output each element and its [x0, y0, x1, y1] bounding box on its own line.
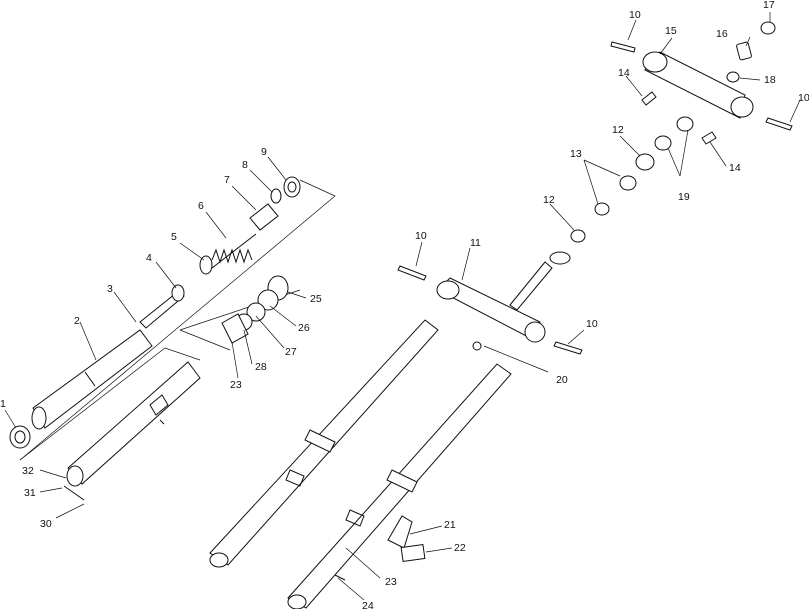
- part-18-washer: [726, 71, 740, 83]
- bolt-10-upper-left: [610, 41, 636, 53]
- part-12-lower-bearing: [570, 229, 586, 243]
- bolt-10-lower-left: [397, 265, 427, 281]
- callout-11: 11: [470, 237, 481, 249]
- part-2-tube: [31, 329, 153, 430]
- part-9-top-cap: [283, 176, 301, 198]
- part-19-race-upper: [676, 116, 694, 132]
- part-12-upper-bearing: [635, 153, 655, 171]
- part-22-plate: [400, 543, 426, 563]
- callout-20: 20: [556, 374, 568, 386]
- callout-1: 1: [0, 398, 6, 410]
- callout-22: 22: [454, 542, 466, 554]
- callout-23-lower: 23: [385, 576, 397, 588]
- callout-19: 19: [678, 191, 690, 203]
- callout-31: 31: [24, 487, 36, 499]
- part-7-spacer: [249, 203, 279, 231]
- part-14-bolt-upper: [641, 91, 657, 106]
- callout-3: 3: [107, 283, 113, 295]
- leader-lines: [4, 12, 801, 601]
- callout-4: 4: [146, 252, 152, 264]
- part-8-o-ring: [270, 188, 282, 204]
- upper-triple-clamp: [642, 51, 754, 119]
- callout-10-lower-right: 10: [586, 318, 598, 330]
- callout-32: 32: [22, 465, 34, 477]
- fork-internals-group: [9, 176, 336, 501]
- callout-8: 8: [242, 159, 248, 171]
- part-6-spring: [211, 233, 257, 269]
- callout-12-lower: 12: [543, 194, 555, 206]
- callout-24: 24: [362, 600, 374, 609]
- fork-leg-left: [209, 319, 439, 568]
- part-5-collar: [199, 255, 213, 275]
- bolt-10-lower-right: [553, 341, 583, 355]
- callout-16: 16: [716, 28, 728, 40]
- callout-17: 17: [763, 0, 775, 11]
- callout-5: 5: [171, 231, 177, 243]
- callout-13: 13: [570, 148, 582, 160]
- part-1-cap-nut: [9, 425, 31, 449]
- part-4-bushing: [171, 284, 185, 302]
- lower-triple-clamp: [436, 251, 571, 351]
- part-21-bracket: [387, 515, 413, 549]
- part-16-pin: [736, 41, 752, 61]
- part-17-nut: [760, 21, 776, 35]
- callout-12-upper: 12: [612, 124, 624, 136]
- callout-18: 18: [764, 74, 776, 86]
- callout-14-upper: 14: [618, 67, 630, 79]
- part-13-seal-lower: [594, 202, 610, 216]
- callout-23-damper: 23: [230, 379, 242, 391]
- callout-14-lower: 14: [729, 162, 741, 174]
- fork-leg-right: [287, 363, 512, 609]
- callout-10-lower-left: 10: [415, 230, 427, 242]
- callout-27: 27: [285, 346, 297, 358]
- callout-2: 2: [74, 315, 80, 327]
- part-14-pin: [701, 131, 717, 145]
- callout-30: 30: [40, 518, 52, 530]
- part-13-seal-upper: [619, 175, 637, 191]
- bolt-10-upper-right: [765, 117, 793, 131]
- part-19-race-lower: [654, 135, 672, 151]
- lower-leg-left: [63, 361, 201, 501]
- callout-10-upper-right: 10: [798, 92, 809, 104]
- callout-10-upper-left: 10: [629, 9, 641, 21]
- callout-7: 7: [224, 174, 230, 186]
- damper-parts-group: [221, 275, 289, 344]
- callout-28: 28: [255, 361, 267, 373]
- callout-9: 9: [261, 146, 267, 158]
- callout-21: 21: [444, 519, 456, 531]
- callout-26: 26: [298, 322, 310, 334]
- callout-6: 6: [198, 200, 204, 212]
- callout-15: 15: [665, 25, 677, 37]
- callout-25: 25: [310, 293, 322, 305]
